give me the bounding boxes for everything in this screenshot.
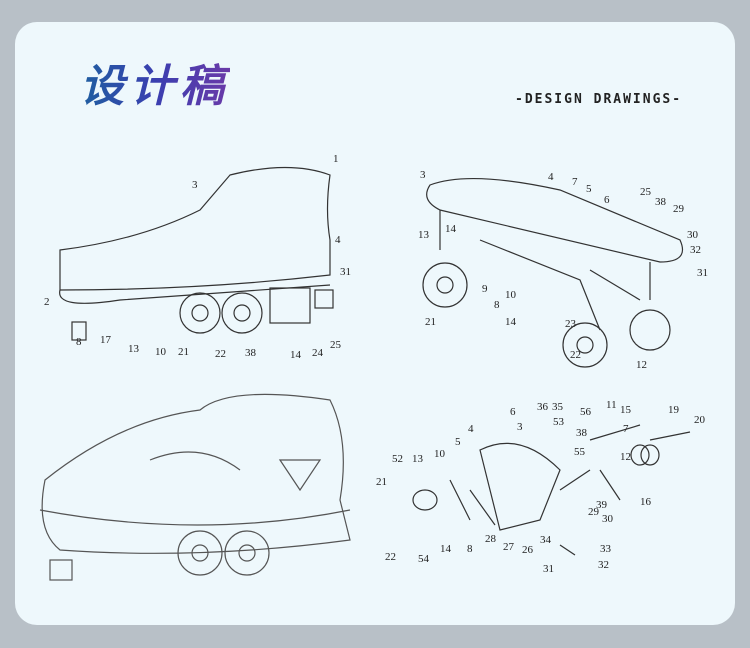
callout-label: 12 <box>636 359 647 371</box>
callout-label: 38 <box>576 427 588 439</box>
callout-label: 8 <box>76 336 82 348</box>
callout-label: 29 <box>588 506 600 518</box>
callout-label: 21 <box>376 476 387 488</box>
side-view-drawing <box>59 166 334 341</box>
callout-label: 54 <box>418 553 430 565</box>
callout-label: 38 <box>655 196 667 208</box>
callout-label: 22 <box>215 348 226 360</box>
callout-label: 29 <box>673 203 685 215</box>
callout-label: 17 <box>100 334 112 346</box>
chassis-drawing <box>422 177 684 368</box>
callout-label: 35 <box>552 401 564 413</box>
page-title: 设计稿 <box>80 50 230 114</box>
callout-label: 14 <box>445 223 457 235</box>
callout-label: 7 <box>572 176 578 188</box>
callout-label: 8 <box>467 543 473 555</box>
callout-label: 39 <box>596 499 608 511</box>
callout-label: 24 <box>312 347 324 359</box>
callout-label: 3 <box>192 179 198 191</box>
callout-label: 31 <box>543 563 554 575</box>
callout-label: 38 <box>245 347 257 359</box>
callout-label: 8 <box>494 299 500 311</box>
callout-label: 10 <box>155 346 167 358</box>
callout-label: 11 <box>606 399 617 411</box>
page-subtitle: -DESIGN DRAWINGS- <box>515 92 683 107</box>
callout-label: 6 <box>604 194 610 206</box>
callout-label: 10 <box>434 448 446 460</box>
callout-label: 14 <box>290 349 302 361</box>
callout-label: 13 <box>128 343 140 355</box>
callout-label: 6 <box>510 406 516 418</box>
callout-label: 2 <box>44 296 50 308</box>
callout-label: 19 <box>668 404 680 416</box>
callout-label: 21 <box>178 346 189 358</box>
callout-label: 22 <box>385 551 396 563</box>
callout-label: 1 <box>333 153 339 165</box>
callout-label: 32 <box>598 559 609 571</box>
callout-label: 13 <box>418 229 430 241</box>
callout-label: 15 <box>620 404 632 416</box>
callout-label: 28 <box>485 533 497 545</box>
callout-label: 53 <box>553 416 565 428</box>
callout-label: 34 <box>540 534 552 546</box>
callout-label: 31 <box>340 266 351 278</box>
callout-label: 4 <box>335 234 341 246</box>
callout-label: 25 <box>330 339 342 351</box>
exploded-drawing <box>412 424 691 556</box>
callout-label: 30 <box>602 513 614 525</box>
callout-label: 31 <box>697 267 708 279</box>
callout-label: 23 <box>565 318 577 330</box>
callout-label: 12 <box>620 451 631 463</box>
callout-label: 7 <box>623 423 629 435</box>
callout-label: 36 <box>537 401 549 413</box>
callout-label: 33 <box>600 543 612 555</box>
content-card <box>15 22 735 625</box>
callout-label: 22 <box>570 349 581 361</box>
callout-label: 13 <box>412 453 424 465</box>
callout-label: 9 <box>482 283 488 295</box>
callout-label: 5 <box>455 436 461 448</box>
sketch-drawing <box>39 393 351 581</box>
callout-label: 55 <box>574 446 586 458</box>
callout-label: 56 <box>580 406 592 418</box>
callout-label: 14 <box>440 543 452 555</box>
callout-label: 14 <box>505 316 517 328</box>
callout-label: 21 <box>425 316 436 328</box>
callout-label: 10 <box>505 289 517 301</box>
callout-label: 27 <box>503 541 515 553</box>
callout-label: 30 <box>687 229 699 241</box>
callout-label: 4 <box>548 171 554 183</box>
callout-label: 32 <box>690 244 701 256</box>
callout-label: 3 <box>420 169 426 181</box>
callout-label: 3 <box>517 421 523 433</box>
callout-label: 26 <box>522 544 534 556</box>
callout-label: 25 <box>640 186 652 198</box>
callout-label: 52 <box>392 453 403 465</box>
callout-label: 20 <box>694 414 706 426</box>
callout-label: 16 <box>640 496 652 508</box>
callout-label: 5 <box>586 183 592 195</box>
callout-label: 4 <box>468 423 474 435</box>
